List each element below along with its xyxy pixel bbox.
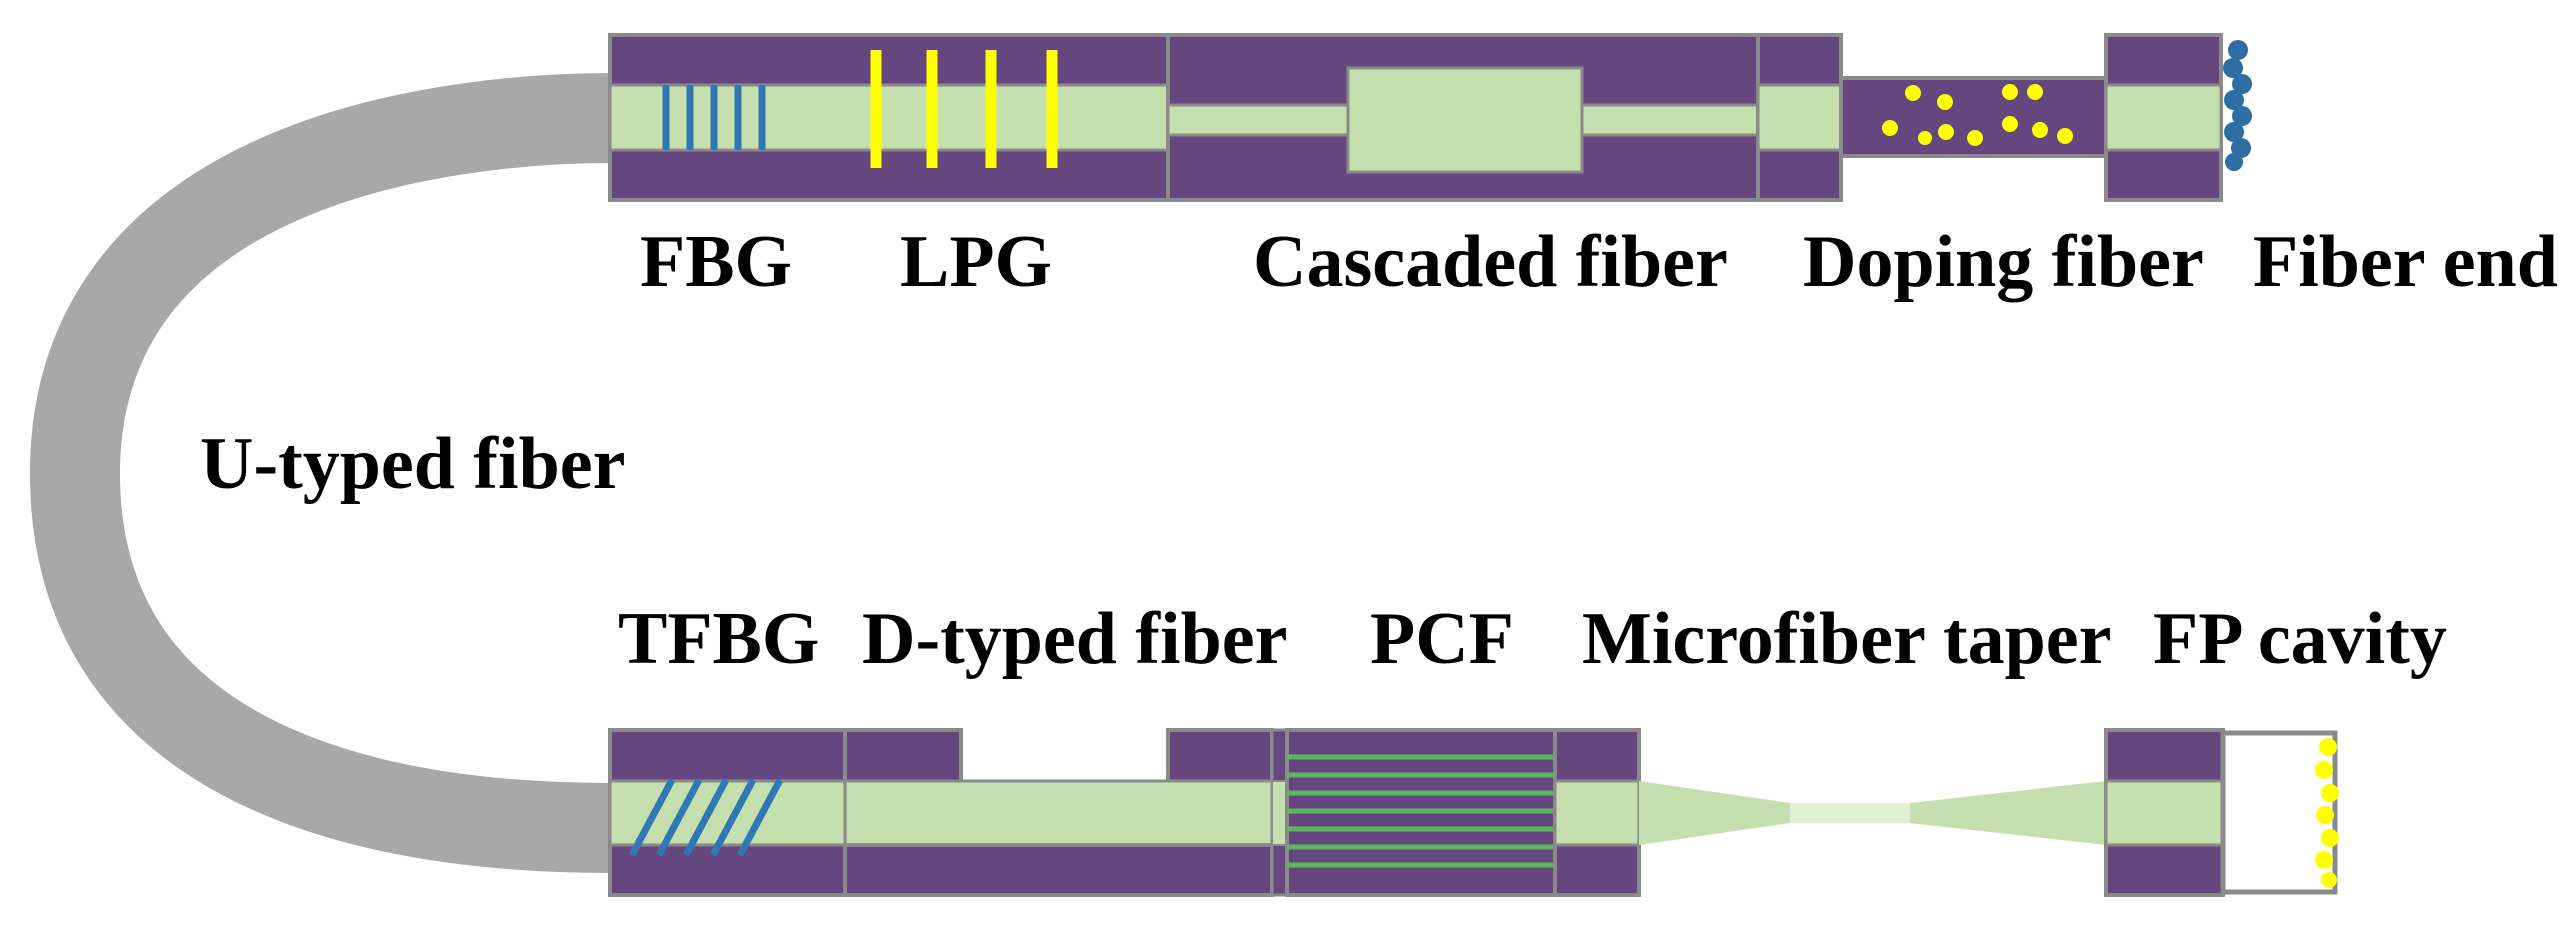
bottom-fiber-row: [608, 728, 2339, 897]
label-fp-cavity: FP cavity: [2153, 598, 2447, 680]
label-doping-fiber: Doping fiber: [1803, 221, 2204, 303]
fp-mirror-coating: [2315, 738, 2339, 888]
label-pcf: PCF: [1370, 598, 1514, 680]
dopant-particles: [1882, 84, 2073, 146]
tfbg-tilted-grating: [628, 778, 784, 857]
doping-fiber-segment: [1756, 33, 2108, 202]
d-typed-fiber-segment: [843, 728, 1274, 897]
label-fbg: FBG: [640, 221, 792, 303]
tfbg-segment: [608, 728, 847, 897]
label-u-typed-fiber: U-typed fiber: [200, 423, 625, 505]
fiber-end-coating: [2223, 40, 2252, 171]
pcf-air-holes: [1287, 754, 1555, 868]
cascaded-fiber-segment: [1166, 33, 1760, 202]
label-lpg: LPG: [900, 221, 1052, 303]
fbg-grating: [662, 85, 766, 150]
fp-cavity-segment: [2104, 728, 2338, 897]
label-cascaded-fiber: Cascaded fiber: [1253, 221, 1728, 303]
label-fiber-end: Fiber end: [2253, 221, 2558, 303]
top-fiber-row: [608, 33, 2252, 202]
lpg-grating: [870, 50, 1058, 168]
fiber-end-segment: [2104, 33, 2223, 202]
u-typed-fiber: [29, 73, 613, 873]
label-d-typed-fiber: D-typed fiber: [862, 598, 1287, 680]
microfiber-taper-segment: [1553, 728, 2106, 897]
label-tfbg: TFBG: [618, 598, 819, 680]
fbg-lpg-segment: [608, 33, 1170, 202]
label-microfiber-taper: Microfiber taper: [1582, 598, 2111, 680]
